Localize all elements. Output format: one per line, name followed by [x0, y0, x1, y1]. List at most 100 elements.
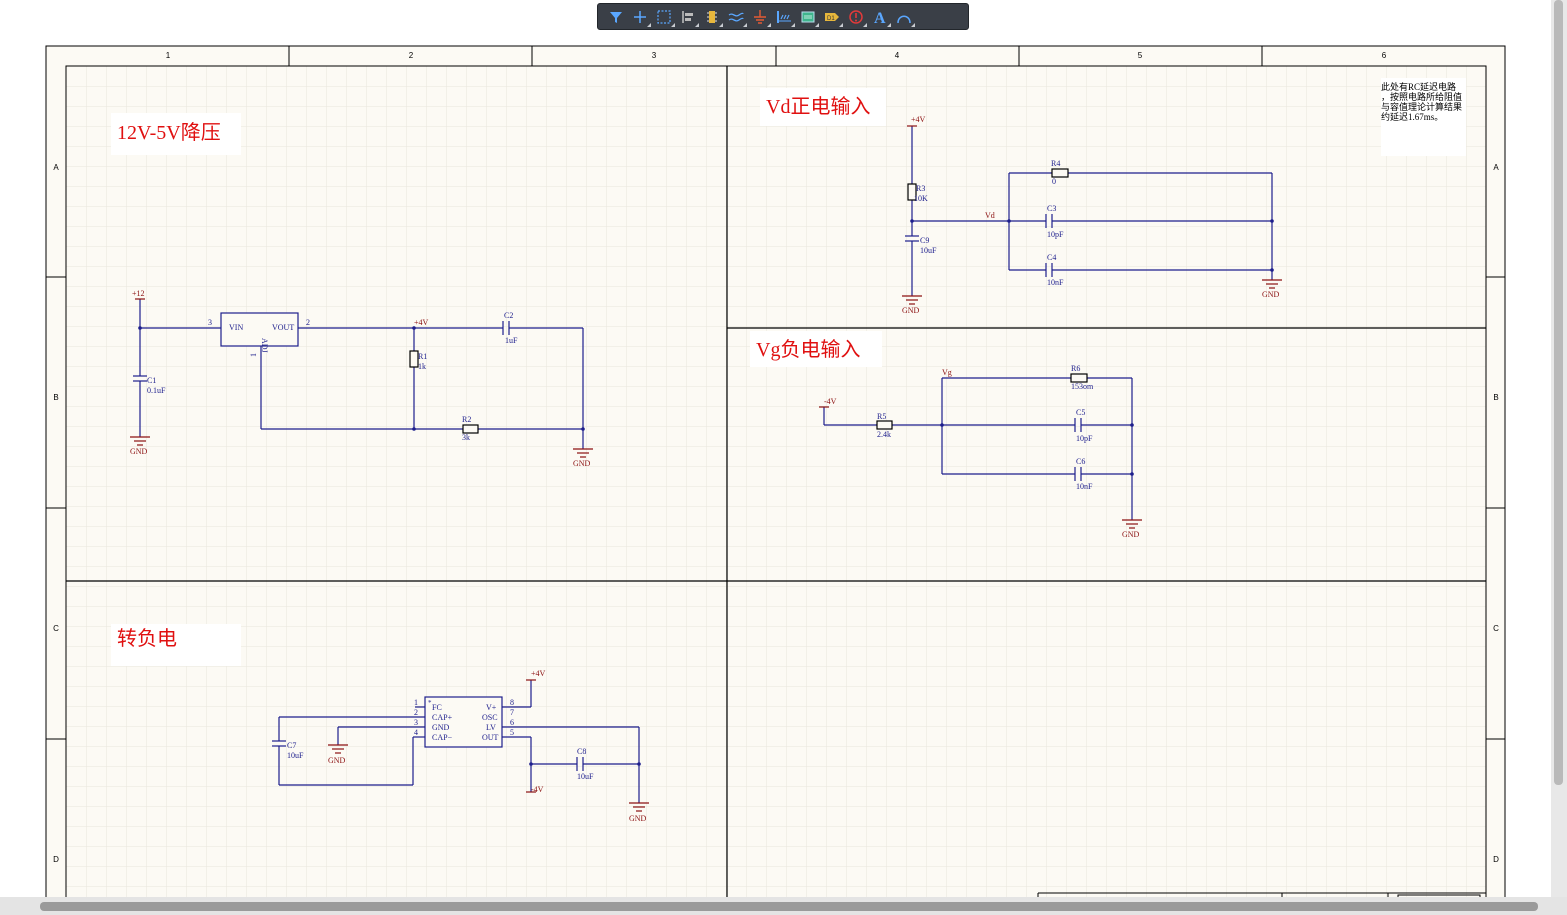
- crosshair-button[interactable]: [628, 6, 652, 28]
- row-label: A: [1493, 163, 1499, 172]
- u-adj-pin: ADJ: [260, 338, 269, 353]
- c8-value: 10uF: [577, 772, 594, 781]
- row-label: C: [53, 624, 59, 633]
- gnd-label: GND: [1262, 290, 1280, 299]
- pin-number: 3: [208, 318, 212, 327]
- bus-button[interactable]: [772, 6, 796, 28]
- r2-value: 3k: [462, 433, 470, 442]
- section-title-vd: Vd正电输入: [766, 95, 870, 118]
- pin-number: 2: [414, 708, 418, 717]
- neg-circuit: [272, 680, 640, 803]
- port-button[interactable]: D1: [820, 6, 844, 28]
- r1-resistor[interactable]: [409, 350, 419, 368]
- note-line: 约延迟1.67ms。: [1381, 111, 1443, 122]
- section-title-neg: 转负电: [117, 627, 177, 650]
- u-vout-pin: VOUT: [272, 323, 294, 332]
- vertical-scroll-thumb[interactable]: [1554, 0, 1563, 785]
- c4-value: 10nF: [1047, 278, 1064, 287]
- wire-button[interactable]: [724, 6, 748, 28]
- col-label: 1: [166, 51, 171, 60]
- c9-value: 10uF: [920, 246, 937, 255]
- probe-icon: [849, 9, 863, 24]
- col-label: 2: [409, 51, 414, 60]
- note-line: 与容值理论计算结果: [1381, 101, 1462, 112]
- net-label-vout: +4V: [414, 318, 429, 327]
- bus-icon: [777, 10, 791, 23]
- c9-ref: C9: [920, 236, 929, 245]
- gnd-label: GND: [573, 459, 591, 468]
- regulator-ic[interactable]: [220, 312, 299, 347]
- r6-value: 153om: [1071, 382, 1094, 391]
- vg-circuit: [823, 377, 1133, 520]
- ground-button[interactable]: [748, 6, 772, 28]
- gnd-symbol: [819, 406, 1142, 529]
- align-button[interactable]: [676, 6, 700, 28]
- pin-number: 5: [510, 728, 514, 737]
- net-label-vg: Vg: [942, 368, 952, 377]
- crosshair-icon: [634, 10, 646, 23]
- r5-resistor[interactable]: [876, 420, 893, 430]
- c1-value: 0.1uF: [147, 386, 166, 395]
- charge-pump-ic[interactable]: [424, 696, 503, 748]
- svg-text:D1: D1: [827, 16, 835, 22]
- gnd-label: GND: [629, 814, 647, 823]
- r3-ref: R3: [916, 184, 925, 193]
- pin-number: 2: [306, 318, 310, 327]
- probe-button[interactable]: [844, 6, 868, 28]
- r4-value: 0: [1052, 177, 1056, 186]
- net-label-vin: +12: [132, 289, 145, 298]
- filter-button[interactable]: [604, 6, 628, 28]
- ic-pin-label: V+: [486, 703, 497, 712]
- col-label: 4: [895, 51, 900, 60]
- pin-number: 8: [510, 698, 514, 707]
- select-rect-icon: [657, 9, 671, 24]
- r5-ref: R5: [877, 412, 886, 421]
- row-label: C: [1493, 624, 1499, 633]
- r3-value: 10K: [914, 194, 928, 203]
- wire-icon: [728, 12, 744, 21]
- c5-value: 10pF: [1076, 434, 1093, 443]
- gnd-label: GND: [328, 756, 346, 765]
- gnd-label: GND: [130, 447, 148, 456]
- r1-value: 1k: [418, 362, 426, 371]
- gnd-label: GND: [902, 306, 920, 315]
- net-label-neg: -4V: [531, 785, 544, 794]
- svg-text:A: A: [874, 10, 886, 26]
- sheet-symbol-button[interactable]: [796, 6, 820, 28]
- row-label: D: [53, 855, 59, 864]
- c2-ref: C2: [504, 311, 513, 320]
- section-title-vg: Vg负电输入: [756, 338, 860, 361]
- pin-number: 4: [414, 728, 418, 737]
- pin-number: 7: [510, 708, 514, 717]
- select-rect-button[interactable]: [652, 6, 676, 28]
- c1-ref: C1: [147, 376, 156, 385]
- arc-button[interactable]: [892, 6, 916, 28]
- ic-pin-label: CAP+: [432, 713, 453, 722]
- row-label: D: [1493, 855, 1499, 864]
- c2-value: 1uF: [505, 336, 518, 345]
- ic-pin-label: FC: [432, 703, 442, 712]
- gnd-symbol: [328, 679, 649, 812]
- section-title-buck: 12V-5V降压: [117, 121, 221, 144]
- pin-number: 1: [414, 698, 418, 707]
- c3-ref: C3: [1047, 204, 1056, 213]
- row-label: A: [53, 163, 59, 172]
- row-label: B: [1493, 393, 1498, 402]
- r5-value: 2.4k: [877, 430, 891, 439]
- r2-resistor[interactable]: [462, 424, 479, 434]
- component-icon: [707, 10, 717, 23]
- component-button[interactable]: [700, 6, 724, 28]
- pin-number: 1: [249, 353, 258, 357]
- horizontal-scroll-thumb[interactable]: [40, 902, 1538, 911]
- gnd-label: GND: [1122, 530, 1140, 539]
- r3-resistor[interactable]: [907, 183, 917, 201]
- r6-resistor[interactable]: [1070, 373, 1088, 383]
- net-label-vd: Vd: [985, 211, 995, 220]
- gnd-symbol: [902, 125, 1282, 305]
- text-button[interactable]: A: [868, 6, 892, 28]
- pin1-marker: *: [428, 699, 432, 707]
- r4-resistor[interactable]: [1051, 168, 1069, 178]
- pin-number: 6: [510, 718, 514, 727]
- buck-circuit: [133, 299, 584, 449]
